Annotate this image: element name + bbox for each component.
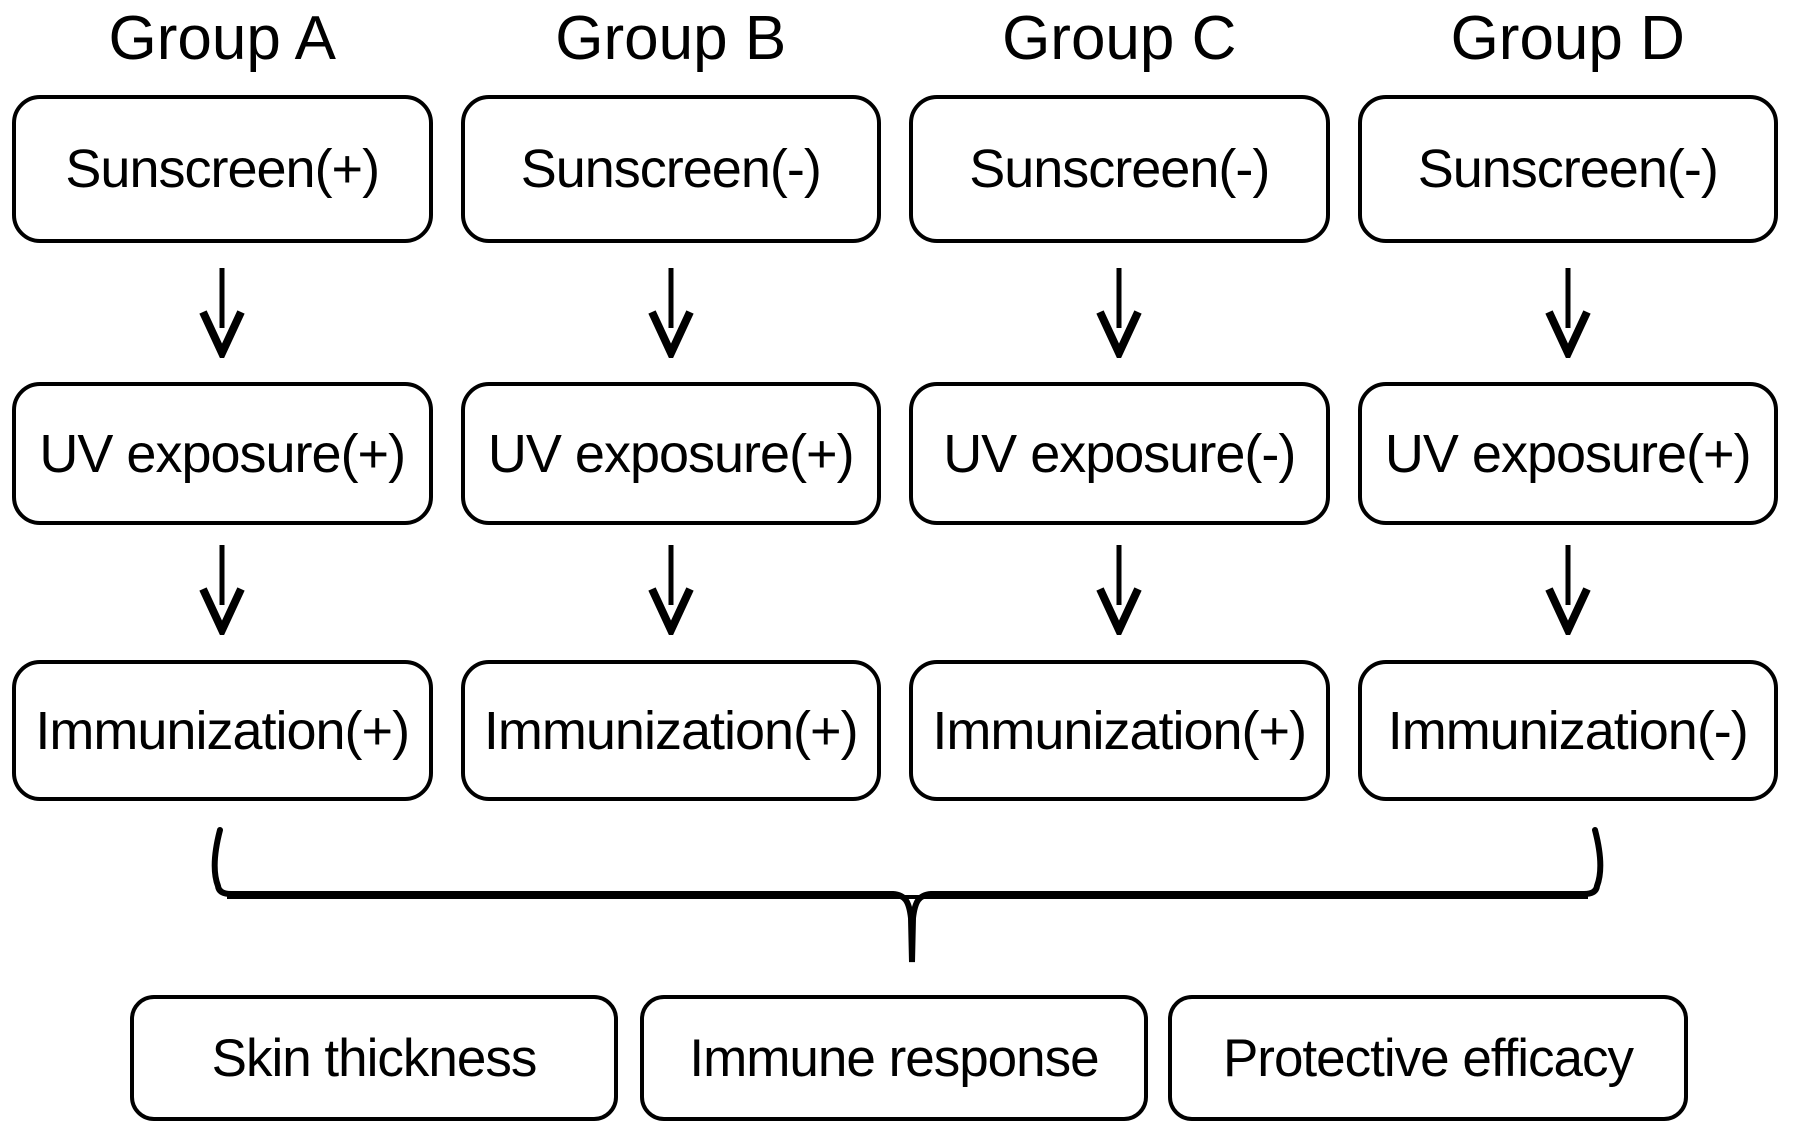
uv-exposure-row: UV exposure(+) UV exposure(+) UV exposur…	[12, 382, 1778, 525]
node-sunscreen-group-a: Sunscreen(+)	[12, 95, 433, 243]
arrow-cell	[461, 266, 882, 358]
outcome-protective-efficacy: Protective efficacy	[1168, 995, 1688, 1121]
arrow-row-1	[12, 266, 1778, 358]
node-uv-exposure-group-c: UV exposure(-)	[909, 382, 1330, 525]
group-b-title: Group B	[555, 3, 787, 73]
down-arrow-icon	[199, 268, 245, 358]
node-uv-exposure-group-b: UV exposure(+)	[460, 382, 881, 525]
group-titles-row: Group A Group B Group C Group D	[12, 2, 1778, 74]
node-immunization-group-c: Immunization(+)	[909, 660, 1330, 801]
arrow-cell	[1358, 266, 1779, 358]
down-arrow-icon	[1545, 545, 1591, 635]
grouping-brace	[211, 827, 1604, 963]
sunscreen-row: Sunscreen(+) Sunscreen(-) Sunscreen(-) S…	[12, 95, 1778, 243]
down-arrow-icon	[1545, 268, 1591, 358]
immunization-row: Immunization(+) Immunization(+) Immuniza…	[12, 660, 1778, 801]
arrow-cell	[12, 543, 433, 635]
arrow-cell	[1358, 543, 1779, 635]
arrow-row-2	[12, 543, 1778, 635]
down-arrow-icon	[648, 545, 694, 635]
group-d-title: Group D	[1450, 3, 1685, 73]
arrow-cell	[461, 543, 882, 635]
node-immunization-group-b: Immunization(+)	[460, 660, 881, 801]
down-arrow-icon	[648, 268, 694, 358]
group-c-title: Group C	[1002, 3, 1237, 73]
outcome-skin-thickness: Skin thickness	[130, 995, 618, 1121]
node-uv-exposure-group-a: UV exposure(+)	[12, 382, 433, 525]
down-arrow-icon	[1096, 545, 1142, 635]
arrow-cell	[909, 266, 1330, 358]
node-immunization-group-d: Immunization(-)	[1357, 660, 1778, 801]
node-sunscreen-group-c: Sunscreen(-)	[909, 95, 1330, 243]
outcome-immune-response: Immune response	[640, 995, 1148, 1121]
arrow-cell	[909, 543, 1330, 635]
arrow-cell	[12, 266, 433, 358]
node-sunscreen-group-d: Sunscreen(-)	[1357, 95, 1778, 243]
down-arrow-icon	[1096, 268, 1142, 358]
group-a-title: Group A	[108, 3, 336, 73]
node-immunization-group-a: Immunization(+)	[12, 660, 433, 801]
node-sunscreen-group-b: Sunscreen(-)	[460, 95, 881, 243]
node-uv-exposure-group-d: UV exposure(+)	[1357, 382, 1778, 525]
down-arrow-icon	[199, 545, 245, 635]
